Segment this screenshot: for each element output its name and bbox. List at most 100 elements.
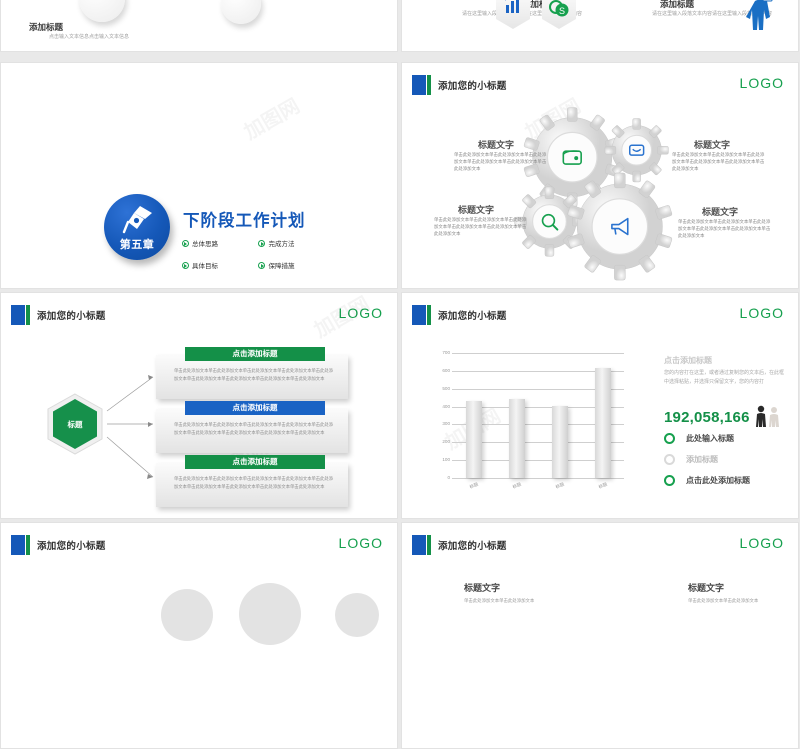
gear-block-title: 标题文字 [694, 140, 731, 150]
flow-card-title: 点击添加标题 [185, 347, 325, 361]
slide-chapter[interactable]: 加图网 第五章 下阶段工作计划 总体思路 完成方法 具体目标 保障措施 [0, 62, 398, 289]
slide-footer-left[interactable]: 添加您的小标题 LOGO [0, 522, 398, 749]
flow-card[interactable]: 点击添加标题 单击此处添加文本单击此处添加文本单击此处添加文本单击此处添加文本单… [156, 401, 348, 453]
slide-chart[interactable]: 添加您的小标题 LOGO 加图网 0100200300400500600700标… [401, 292, 799, 519]
person-icon [756, 405, 779, 427]
ring-icon [664, 454, 675, 465]
x-axis-tick: 标题 [554, 481, 565, 490]
header-subtitle: 添加您的小标题 [37, 311, 106, 322]
decorative-circle [335, 593, 379, 637]
decorative-circle [79, 0, 125, 22]
chapter-badge[interactable]: 第五章 [104, 194, 170, 260]
hex-money-badge[interactable]: S [542, 0, 576, 29]
panel-body: 您的内容打在这里，或者通过复制您的文本后，在此框中选择粘贴，并选择只保留文字，您… [664, 370, 785, 385]
gridline [452, 406, 624, 408]
panel-title: 点击添加标题 [664, 356, 712, 365]
logo: LOGO [338, 535, 383, 551]
tv-icon [628, 144, 645, 156]
gear-large-right [567, 172, 673, 281]
slide-header: 添加您的小标题 [402, 75, 798, 97]
header-blue-square [11, 305, 25, 325]
fr-left-body: 单击此处添加文本单击此处添加文本 [464, 598, 535, 603]
header-subtitle: 添加您的小标题 [438, 541, 507, 552]
chart-bar[interactable] [594, 368, 611, 478]
watermark: 加图网 [238, 90, 304, 145]
y-axis-tick: 700 [442, 350, 450, 355]
bullet-label: 点击此处添加标题 [686, 476, 750, 485]
tr-left-title: 添加标题 [522, 0, 557, 9]
play-dot-icon [182, 262, 189, 269]
logo: LOGO [739, 535, 784, 551]
gridline [452, 442, 624, 444]
gridline [452, 460, 624, 462]
gridline [452, 388, 624, 390]
hex-chart-badge[interactable] [496, 0, 530, 29]
chart-bar[interactable] [508, 399, 525, 478]
header-green-bar [427, 75, 431, 95]
play-dot-icon [258, 240, 266, 247]
gear-block-title: 标题文字 [478, 140, 515, 150]
svg-text:S: S [559, 6, 565, 16]
y-axis-tick: 0 [447, 475, 450, 480]
bullet-item[interactable]: 此处输入标题 [664, 433, 750, 444]
ring-icon [664, 433, 675, 444]
header-green-bar [427, 535, 431, 555]
decorative-circle [221, 0, 261, 24]
x-axis-tick: 标题 [597, 481, 608, 490]
chart-bar[interactable] [551, 405, 568, 478]
gridline [452, 424, 624, 426]
slide-gears[interactable]: 添加您的小标题 LOGO 加图网 [401, 62, 799, 289]
bullet-label: 此处输入标题 [686, 434, 734, 443]
y-axis-tick: 100 [442, 457, 450, 463]
connector-lines [106, 375, 154, 479]
y-axis-tick: 300 [442, 421, 450, 427]
chapter-item-label: 保障措施 [268, 263, 295, 270]
header-subtitle: 添加您的小标题 [438, 311, 507, 322]
bar-chart-icon [504, 0, 519, 13]
chapter-item-label: 总体思路 [192, 241, 218, 248]
gear-graphic [514, 107, 673, 281]
chapter-item-label: 具体目标 [192, 263, 218, 270]
header-green-bar [427, 305, 431, 325]
logo: LOGO [739, 305, 784, 321]
flow-card[interactable]: 点击添加标题 单击此处添加文本单击此处添加文本单击此处添加文本单击此处添加文本单… [156, 347, 348, 399]
bullet-list: 此处输入标题 添加标题 点击此处添加标题 [664, 433, 750, 496]
decorative-circle [239, 583, 301, 645]
gear-block-title: 标题文字 [702, 207, 739, 217]
slide-top-right[interactable]: 添加标题 请在这里输入段落文本内容请在这里输入段落文本内容 S 添加标题 请在这… [401, 0, 799, 52]
x-axis-tick: 标题 [468, 481, 479, 490]
bullet-item[interactable]: 点击此处添加标题 [664, 475, 750, 486]
chapter-item[interactable]: 具体目标 [182, 260, 254, 270]
chapter-item-label: 完成方法 [268, 241, 295, 248]
tl-title: 添加标题 [29, 22, 64, 32]
gear-block-body: 单击此处添加文本单击此处添加文本单击此处添加文本单击此处添加文本单击此处添加文本… [454, 152, 547, 171]
bullet-label: 添加标题 [686, 455, 718, 464]
person-figures [754, 405, 784, 434]
header-blue-square [412, 75, 426, 95]
chapter-item[interactable]: 保障措施 [258, 260, 330, 270]
ring-icon [664, 475, 675, 486]
chart-bar[interactable] [465, 401, 482, 478]
fr-right-body: 单击此处添加文本单击此处添加文本 [688, 598, 759, 603]
flow-card-body: 单击此处添加文本单击此处添加文本单击此处添加文本单击此处添加文本单击此处添加文本… [174, 476, 333, 489]
slide-footer-right[interactable]: 添加您的小标题 LOGO 标题文字 单击此处添加文本单击此处添加文本 标题文字 … [401, 522, 799, 749]
gridline [452, 353, 624, 354]
y-axis-tick: 600 [442, 367, 450, 373]
play-dot-icon [258, 262, 266, 269]
header-subtitle: 添加您的小标题 [37, 541, 106, 552]
logo: LOGO [338, 305, 383, 321]
logo: LOGO [739, 75, 784, 91]
flow-card-title: 点击添加标题 [185, 401, 325, 415]
slide-hexflow[interactable]: 添加您的小标题 LOGO 加图网 加图网 标题 点击添加标题 单击此处添加文本单… [0, 292, 398, 519]
flow-card[interactable]: 点击添加标题 单击此处添加文本单击此处添加文本单击此处添加文本单击此处添加文本单… [156, 455, 348, 507]
header-green-bar [26, 305, 30, 325]
chapter-item[interactable]: 总体思路 [182, 238, 254, 248]
chapter-item[interactable]: 完成方法 [258, 238, 330, 248]
slide-header: 添加您的小标题 [1, 305, 397, 327]
slide-top-left[interactable]: 添加标题 点击输入文本信息点击输入文本信息 [0, 0, 398, 52]
slide-header: 添加您的小标题 [402, 535, 798, 557]
bullet-item[interactable]: 添加标题 [664, 454, 750, 465]
hex-node[interactable]: 标题 [46, 393, 104, 455]
